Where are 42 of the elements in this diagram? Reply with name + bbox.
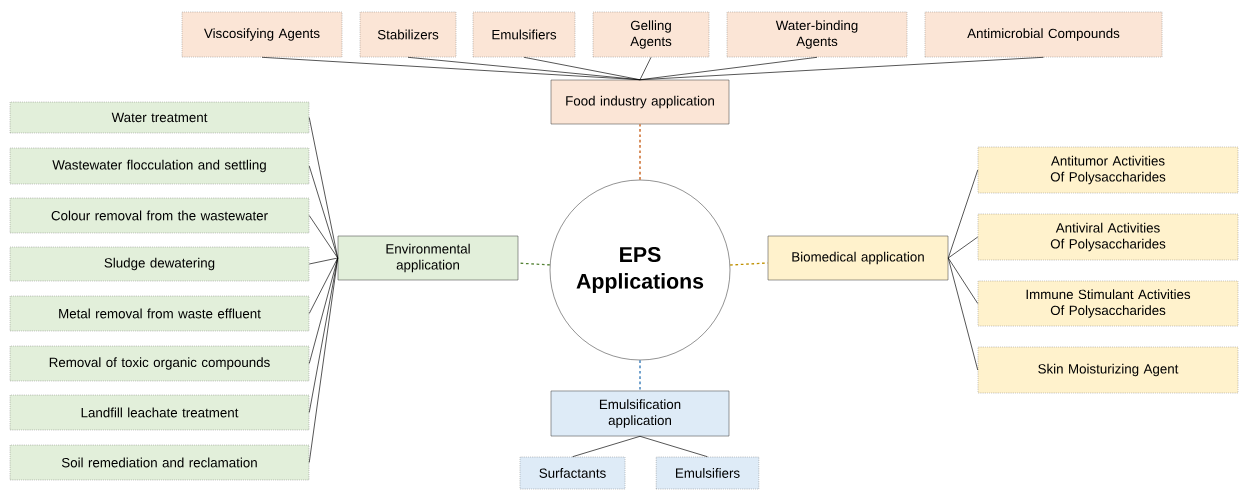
connector-line xyxy=(523,56,641,81)
connector-line xyxy=(308,215,339,259)
dotted-connector xyxy=(639,123,641,181)
category-box: Food industry application xyxy=(550,79,730,125)
category-box: Biomedical application xyxy=(767,235,949,281)
item-box: Skin Moisturizing Agent xyxy=(977,346,1239,394)
connector-line xyxy=(947,169,979,259)
item-box: Sludge dewatering xyxy=(9,246,310,282)
item-box: Soil remediation and reclamation xyxy=(9,444,310,481)
item-box: Wastewater flocculation and settling xyxy=(9,147,310,185)
item-box: Water-binding Agents xyxy=(726,11,908,58)
item-box: Colour removal from the wastewater xyxy=(9,197,310,234)
item-box: Water treatment xyxy=(9,101,310,134)
item-box: Removal of toxic organic compounds xyxy=(9,345,310,382)
connector-line xyxy=(639,56,652,81)
item-box: Gelling Agents xyxy=(592,11,710,58)
item-box: Antitumor Activities Of Polysaccharides xyxy=(977,146,1239,194)
dotted-connector xyxy=(639,359,641,392)
connector-line xyxy=(947,236,979,259)
item-box: Stabilizers xyxy=(359,11,457,58)
dotted-connector xyxy=(729,262,769,266)
connector-line xyxy=(308,165,339,259)
item-box: Metal removal from waste effluent xyxy=(9,295,310,332)
connector-line xyxy=(639,435,708,458)
item-box: Antiviral Activities Of Polysaccharides xyxy=(977,213,1239,261)
connector-line xyxy=(947,257,979,371)
connector-line xyxy=(639,56,1044,81)
connector-line xyxy=(308,257,339,314)
connector-line xyxy=(308,257,339,364)
connector-line xyxy=(572,435,641,458)
category-box: Emulsification application xyxy=(550,390,730,437)
connector-line xyxy=(947,257,979,304)
item-box: Landfill leachate treatment xyxy=(9,394,310,431)
item-box: Emulsifiers xyxy=(472,11,576,58)
item-box: Antimicrobial Compounds xyxy=(924,11,1163,58)
connector-line xyxy=(308,257,339,463)
item-box: Viscosifying Agents xyxy=(181,11,343,58)
item-box: Immune Stimulant Activities Of Polysaccharides xyxy=(977,280,1239,327)
item-box: Surfactants xyxy=(519,456,626,490)
item-box: Emulsifiers xyxy=(655,456,760,490)
connector-line xyxy=(308,257,339,265)
category-box: Environmental application xyxy=(337,235,519,281)
